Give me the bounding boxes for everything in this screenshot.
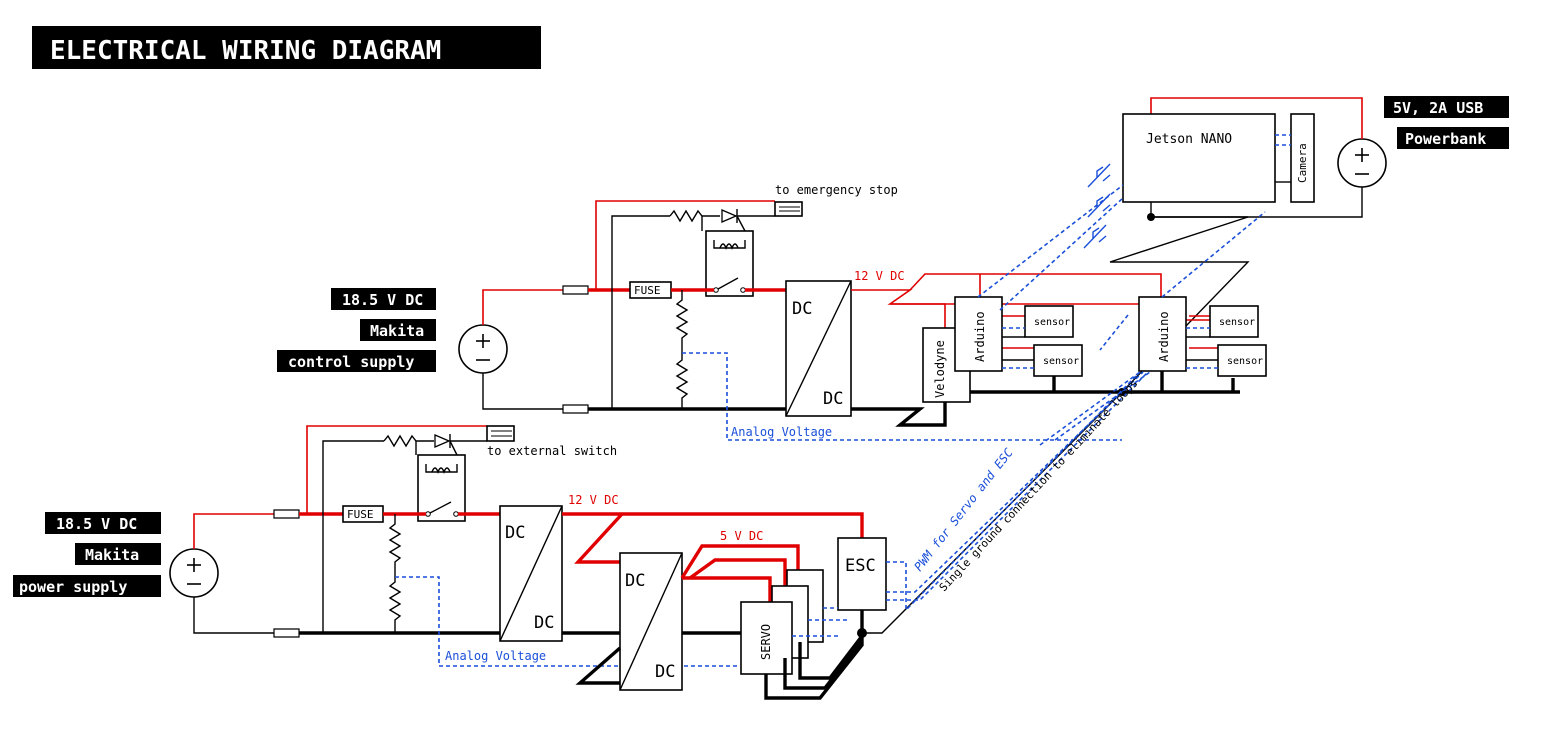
powerbank-label: Powerbank: [1405, 130, 1486, 148]
power-relay-icon: [415, 440, 466, 522]
control-dc-top: DC: [792, 299, 812, 319]
sensor-2: sensor: [1033, 344, 1083, 377]
control-dcdc-converter: DC DC: [785, 280, 852, 417]
control-name-label: control supply: [288, 353, 414, 371]
power-name-label: power supply: [19, 578, 127, 596]
jetson-nano: Jetson NANO: [1122, 113, 1276, 203]
jetson-label: Jetson NANO: [1146, 132, 1232, 147]
control-relay-icon: [701, 215, 754, 297]
powerbank-spec-label: 5V, 2A USB: [1393, 99, 1483, 117]
external-switch-label: to external switch: [487, 444, 617, 458]
power-fuse-label: FUSE: [347, 508, 374, 521]
power-brand-label: Makita: [85, 546, 139, 564]
power-rail-12-label: 12 V DC: [568, 493, 619, 507]
control-analog-label: Analog Voltage: [731, 425, 832, 439]
power-dc1-bottom: DC: [534, 613, 554, 633]
control-divider-icon: [675, 290, 689, 409]
power-divider-icon: [388, 514, 402, 633]
powerbank: 5V, 2A USB Powerbank: [1337, 96, 1509, 188]
control-fuse: FUSE: [629, 281, 672, 299]
sensor-4-label: sensor: [1227, 356, 1263, 367]
esc-label: ESC: [845, 556, 876, 576]
power-connector-icon: [273, 509, 300, 638]
power-supply-labels: 18.5 V DC Makita power supply: [13, 512, 161, 597]
arduino-1: Arduino: [954, 296, 1003, 372]
control-dc-bottom: DC: [823, 389, 843, 409]
servo-label: SERVO: [759, 624, 773, 660]
camera: Camera: [1290, 113, 1315, 203]
servo: SERVO: [740, 601, 793, 675]
ground-annotation: Single ground connection to eliminate lo…: [937, 377, 1141, 594]
power-dcdc-converter-1: DC DC: [499, 505, 563, 642]
esc: ESC: [837, 537, 887, 611]
power-analog-label: Analog Voltage: [445, 649, 546, 663]
velodyne-label: Velodyne: [933, 340, 947, 398]
control-voltage-label: 18.5 V DC: [342, 291, 423, 309]
control-resistor-icon: [669, 209, 720, 223]
power-voltage-label: 18.5 V DC: [56, 515, 137, 533]
power-diode-icon: [434, 434, 487, 448]
sensor-1: sensor: [1024, 305, 1074, 338]
power-fuse: FUSE: [342, 505, 384, 523]
control-supply-labels: 18.5 V DC Makita control supply: [277, 288, 436, 372]
control-rail-label: 12 V DC: [854, 269, 905, 283]
sensor-3: sensor: [1209, 305, 1259, 338]
power-resistor-icon: [383, 434, 434, 448]
power-dc2-bottom: DC: [655, 662, 675, 682]
power-dcdc-converter-2: DC DC: [619, 552, 683, 691]
arduino-2: Arduino: [1138, 296, 1187, 372]
diagram-title: ELECTRICAL WIRING DIAGRAM: [32, 26, 541, 69]
title-text: ELECTRICAL WIRING DIAGRAM: [50, 36, 441, 66]
sensor-1-label: sensor: [1034, 317, 1070, 328]
power-battery-icon: [169, 548, 219, 598]
control-fuse-label: FUSE: [634, 284, 661, 297]
powerbank-source-icon: [1337, 138, 1387, 188]
arduino-2-label: Arduino: [1157, 311, 1171, 362]
control-battery-icon: [458, 324, 508, 374]
sensor-4: sensor: [1217, 344, 1267, 377]
control-brand-label: Makita: [370, 322, 424, 340]
emergency-stop-connector-icon: [774, 201, 803, 217]
power-dc1-top: DC: [505, 523, 525, 543]
arduino-1-label: Arduino: [973, 311, 987, 362]
external-switch-connector-icon: [486, 425, 515, 442]
camera-label: Camera: [1296, 143, 1309, 183]
power-rail-5-label: 5 V DC: [720, 529, 763, 543]
sensor-2-label: sensor: [1043, 356, 1079, 367]
sensor-3-label: sensor: [1219, 317, 1255, 328]
power-dc2-top: DC: [625, 571, 645, 591]
control-connector-icon: [562, 285, 589, 414]
emergency-stop-label: to emergency stop: [775, 183, 898, 197]
control-diode-icon: [721, 209, 775, 223]
